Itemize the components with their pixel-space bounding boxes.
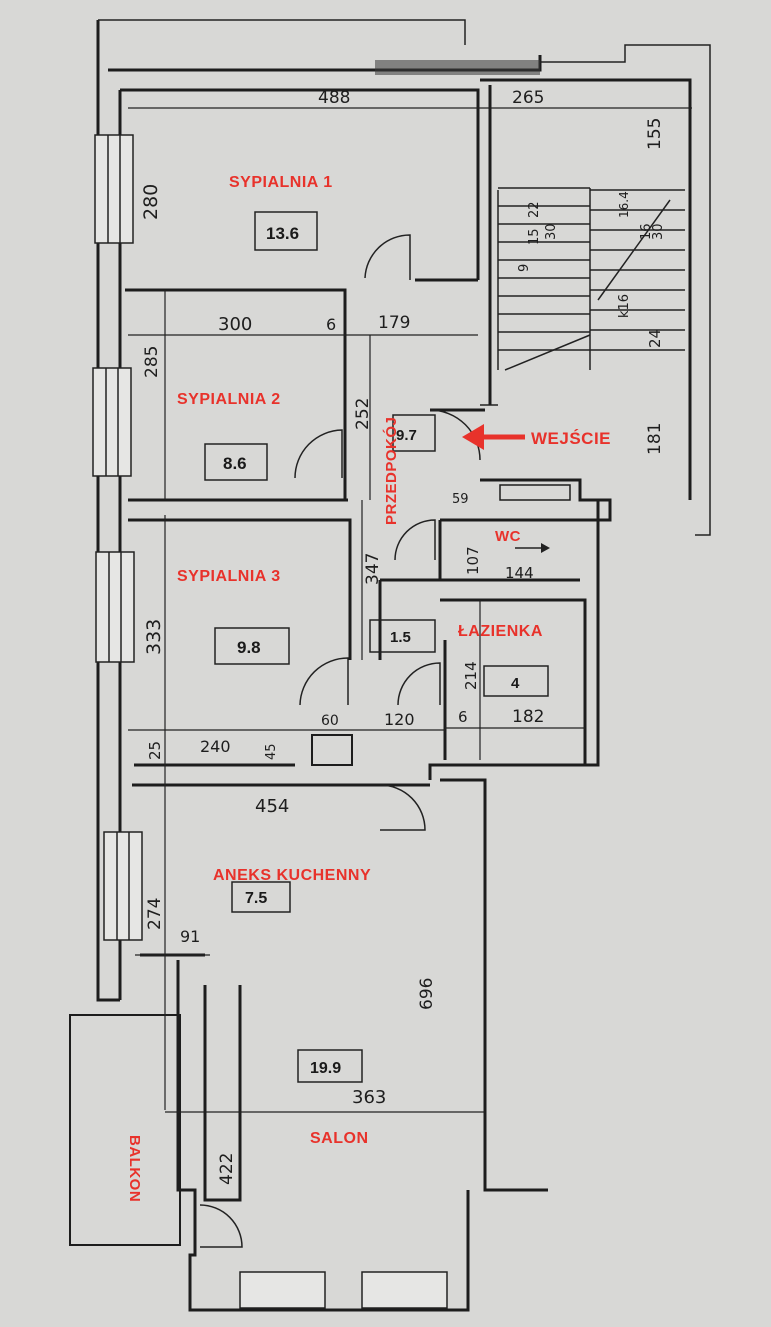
dim-300: 300: [218, 314, 252, 335]
dim-422: 422: [217, 1153, 237, 1185]
dim-347: 347: [363, 553, 383, 585]
label-wejscie: WEJŚCIE: [531, 429, 611, 448]
dim-240: 240: [200, 737, 231, 756]
stair-label: k16: [617, 294, 632, 318]
dim-144: 144: [505, 564, 534, 582]
dim-24: 24: [646, 329, 664, 348]
label-salon: SALON: [310, 1130, 369, 1147]
dim-155: 155: [645, 118, 665, 150]
dim-91: 91: [180, 927, 200, 946]
dim-488: 488: [318, 88, 350, 108]
stair-label: 16.4: [617, 191, 631, 218]
dimension-labels: 488 265 155 280 300 6 179 285 252 347 33…: [140, 88, 665, 1185]
dim-6a: 6: [326, 315, 336, 334]
dim-59: 59: [452, 492, 469, 507]
label-balkon: BALKON: [126, 1135, 143, 1202]
area-boxes: 13.6 8.6 9.8 9.7 1.5 4 7.5 19.9: [204, 211, 549, 1083]
area-lazienka: 4: [511, 675, 520, 692]
dim-25: 25: [146, 741, 164, 760]
area-sypialnia-3: 9.8: [237, 638, 261, 657]
label-sypialnia-1: SYPIALNIA 1: [229, 174, 333, 191]
wc-arrow-icon: [515, 543, 550, 553]
arrow-left-icon: [462, 424, 525, 450]
area-sypialnia-2: 8.6: [223, 454, 247, 473]
stair-label: 15: [527, 228, 542, 245]
label-przedpokoj: PRZEDPOKÓJ: [382, 417, 400, 525]
stair-label: 16: [639, 223, 654, 240]
area-sypialnia-1: 13.6: [266, 224, 299, 243]
dim-181: 181: [645, 423, 665, 455]
dim-182: 182: [512, 707, 544, 727]
dim-60: 60: [321, 713, 339, 729]
dim-280: 280: [140, 184, 162, 220]
stair-label: 30: [651, 223, 666, 240]
dim-363: 363: [352, 1087, 386, 1108]
stair-labels: 22 30 9 15 16 16.4 30 k16: [517, 191, 666, 318]
doors: [199, 234, 481, 1248]
label-sypialnia-2: SYPIALNIA 2: [177, 391, 281, 408]
area-przedpokoj: 9.7: [396, 427, 417, 444]
dim-274: 274: [145, 898, 165, 930]
dim-6b: 6: [458, 708, 468, 726]
dim-454: 454: [255, 796, 289, 817]
dim-333: 333: [143, 619, 165, 655]
area-closet: 1.5: [390, 629, 411, 646]
stair-label: 22: [527, 201, 542, 218]
dim-696: 696: [417, 978, 437, 1010]
interior-walls: [69, 278, 612, 1312]
stair-label: 9: [517, 264, 532, 272]
area-salon: 19.9: [310, 1060, 341, 1077]
dim-107: 107: [464, 546, 482, 575]
entrance-marker: WEJŚCIE: [462, 424, 611, 450]
staircase: [497, 187, 685, 371]
stair-label: 30: [544, 223, 559, 240]
dim-265: 265: [512, 88, 544, 108]
windows: [92, 134, 448, 1309]
dim-214: 214: [462, 661, 480, 690]
label-aneks: ANEKS KUCHENNY: [213, 867, 371, 884]
dim-252: 252: [353, 398, 373, 430]
area-aneks: 7.5: [245, 890, 267, 907]
dimension-lines: [128, 107, 692, 1113]
dim-120: 120: [384, 710, 415, 729]
label-lazienka: ŁAZIENKA: [458, 623, 543, 640]
outer-walls: [96, 19, 711, 1002]
label-sypialnia-3: SYPIALNIA 3: [177, 568, 281, 585]
room-labels: SYPIALNIA 1 SYPIALNIA 2 SYPIALNIA 3 PRZE…: [126, 174, 543, 1202]
dim-285: 285: [142, 346, 162, 378]
dim-179: 179: [378, 313, 410, 333]
label-wc: WC: [495, 528, 521, 545]
dim-45: 45: [264, 743, 279, 760]
